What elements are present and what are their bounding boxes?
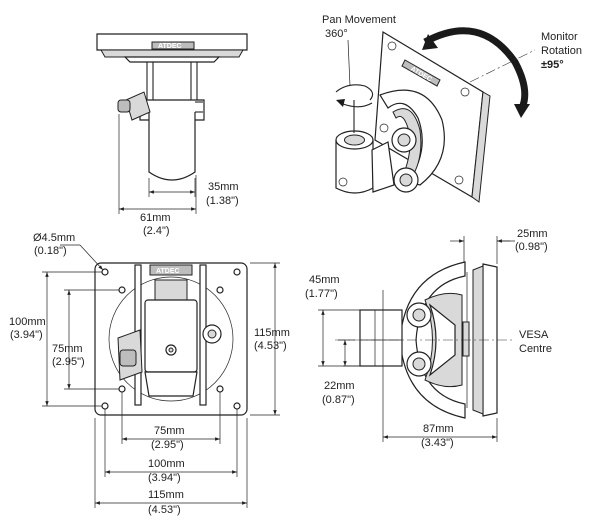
dim-22mm-inch: (0.87")	[322, 394, 355, 406]
front-plate: ATDEC	[94, 262, 248, 416]
dim-115mm-h-inch: (4.53")	[148, 504, 181, 516]
dim-100mm-horizontal: 100mm (3.94")	[104, 409, 238, 484]
dim-100mm-v-label: 100mm	[9, 316, 46, 328]
dim-100mm-vertical: 100mm (3.94")	[9, 271, 102, 407]
hole-diameter-inch: (0.18")	[34, 245, 67, 257]
front-brand: ATDEC	[156, 268, 180, 275]
vesa-label-2: Centre	[519, 343, 552, 355]
dim-115mm-vertical: 115mm (4.53")	[250, 262, 290, 416]
dim-22mm: 22mm (0.87")	[322, 339, 360, 406]
dim-61mm-inch: (2.4")	[143, 225, 170, 237]
dim-45mm-label: 45mm	[309, 274, 340, 286]
side-plate	[462, 263, 498, 417]
dim-25mm: 25mm (0.98")	[450, 228, 548, 264]
front-view: ATDEC Ø4.5mm (0.18") 100mm (3.94")	[9, 232, 290, 516]
dim-100mm-h-label: 100mm	[148, 458, 185, 470]
top-view-bracket	[117, 62, 205, 181]
pan-leader-line	[347, 39, 351, 87]
monitor-rotation-label-1: Monitor	[541, 31, 578, 43]
pan-rotation-arrow	[335, 84, 374, 108]
top-view-plate: ATDEC	[96, 33, 248, 63]
dim-75mm-horizontal: 75mm (2.95")	[121, 392, 221, 451]
pan-movement-label: Pan Movement	[322, 14, 396, 26]
dim-115mm-horizontal: 115mm (4.53")	[94, 418, 248, 516]
rotation-axis-line	[469, 49, 536, 83]
dim-115mm-h-label: 115mm	[148, 489, 184, 501]
dim-75mm-h-inch: (2.95")	[151, 439, 184, 451]
top-view-brand: ATDEC	[158, 43, 182, 50]
dim-75mm-h-label: 75mm	[154, 425, 185, 437]
dim-87mm-inch: (3.43")	[421, 437, 454, 449]
side-clamp	[359, 309, 403, 367]
hole-callout: Ø4.5mm (0.18")	[33, 232, 104, 271]
dim-61mm: 61mm (2.4")	[118, 114, 197, 237]
dim-75mm-v-label: 75mm	[52, 343, 83, 355]
monitor-rotation-label-2: Rotation	[541, 45, 582, 57]
dim-35mm: 35mm (1.38")	[148, 178, 239, 207]
dim-61mm-label: 61mm	[140, 212, 171, 224]
side-view: VESA Centre 25mm (0.98") 45mm (1.77") 22…	[305, 228, 552, 449]
dim-115mm-v-inch: (4.53")	[254, 340, 287, 352]
monitor-rotation-value: ±95°	[541, 59, 564, 71]
dim-115mm-v-label: 115mm	[254, 327, 290, 339]
dim-100mm-v-inch: (3.94")	[10, 329, 43, 341]
dim-75mm-v-inch: (2.95")	[52, 356, 85, 368]
dim-45mm-inch: (1.77")	[305, 288, 338, 300]
dim-22mm-label: 22mm	[324, 380, 355, 392]
iso-bracket	[379, 89, 445, 193]
iso-view: ATDEC Pan	[322, 14, 582, 203]
dim-87mm: 87mm (3.43")	[382, 290, 498, 449]
dim-87mm-label: 87mm	[423, 423, 454, 435]
dim-25mm-label: 25mm	[517, 228, 548, 240]
dim-25mm-inch: (0.98")	[515, 241, 548, 253]
dim-35mm-label: 35mm	[208, 181, 239, 193]
monitor-rotation-arrow	[422, 27, 530, 118]
dim-35mm-inch: (1.38")	[206, 195, 239, 207]
hole-diameter-label: Ø4.5mm	[33, 232, 75, 244]
dim-75mm-vertical: 75mm (2.95")	[52, 289, 119, 390]
pan-movement-value: 360°	[325, 28, 348, 40]
vesa-label-1: VESA	[519, 329, 549, 341]
iso-pole-clamp	[335, 100, 395, 194]
dim-100mm-h-inch: (3.94")	[148, 472, 181, 484]
top-view: ATDEC 35mm (1.38") 61mm	[96, 33, 248, 237]
dim-45mm: 45mm (1.77")	[305, 274, 360, 367]
